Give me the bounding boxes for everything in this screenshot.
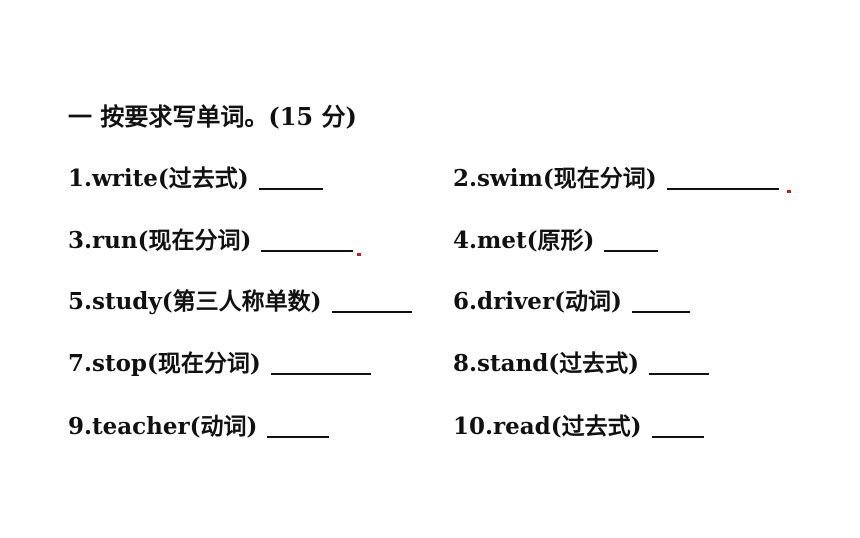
answer-blank-5[interactable] [331,289,412,313]
answer-blank-7[interactable] [270,351,371,375]
answer-blank-6[interactable] [631,289,690,313]
question-4-prompt: 4.met(原形) [453,227,595,254]
answer-blank-4[interactable] [604,228,659,252]
question-1: 1.write(过去式) [68,163,323,195]
answer-blank-1[interactable] [258,166,323,190]
question-6-prompt: 6.driver(动词) [453,288,622,315]
question-10-prompt: 10.read(过去式) [453,413,642,440]
question-2-prompt: 2.swim(现在分词) [453,165,657,192]
question-10: 10.read(过去式) [453,411,704,443]
question-9: 9.teacher(动词) [68,411,330,443]
question-8: 8.stand(过去式) [453,348,710,380]
answer-blank-2[interactable] [666,166,779,190]
question-7-prompt: 7.stop(现在分词) [68,350,261,377]
question-2: 2.swim(现在分词) [453,163,779,195]
question-3-prompt: 3.run(现在分词) [68,227,252,254]
question-5: 5.study(第三人称单数) [68,286,412,318]
answer-blank-3[interactable] [261,228,354,252]
answer-blank-8[interactable] [649,351,710,375]
question-4: 4.met(原形) [453,225,659,257]
question-1-prompt: 1.write(过去式) [68,165,249,192]
question-3: 3.run(现在分词) [68,225,354,257]
question-6: 6.driver(动词) [453,286,690,318]
red-mark [357,253,361,256]
question-8-prompt: 8.stand(过去式) [453,350,640,377]
question-7: 7.stop(现在分词) [68,348,371,380]
question-9-prompt: 9.teacher(动词) [68,413,258,440]
answer-blank-9[interactable] [267,414,330,438]
red-mark [787,190,791,193]
section-title: 一 按要求写单词。(15 分) [68,102,357,131]
answer-blank-10[interactable] [651,414,704,438]
question-5-prompt: 5.study(第三人称单数) [68,288,322,315]
